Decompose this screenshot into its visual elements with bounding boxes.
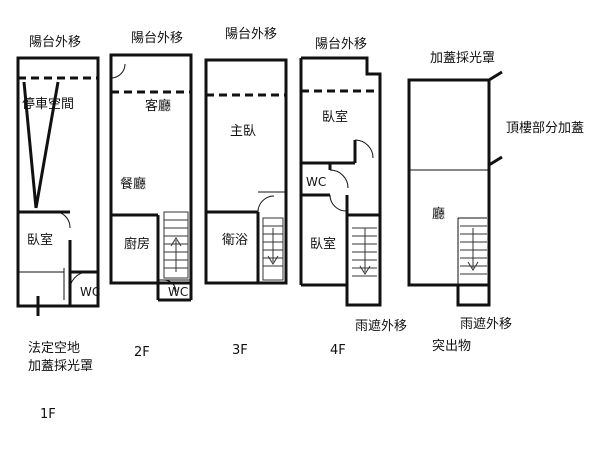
f2-wc-label: WC — [168, 285, 188, 299]
f1-wc-label: WC — [80, 285, 100, 299]
up-arrow-icon — [170, 237, 182, 247]
f2-floor-label: 2F — [134, 345, 150, 360]
floor-2f-outline — [109, 53, 193, 285]
door-swing — [354, 139, 374, 159]
door-swing — [257, 195, 275, 213]
f1-floor-label: 1F — [40, 407, 56, 422]
f2-dining-label: 餐廳 — [120, 176, 146, 192]
f4-floor-label: 4F — [330, 343, 346, 358]
door-swing — [329, 169, 349, 189]
f3-floor-label: 3F — [232, 343, 248, 358]
door-swing — [57, 211, 71, 229]
floor-2f: 陽台外移 客廳 餐廳 廚房 WC 2F — [109, 31, 193, 360]
floor-1f: 陽台外移 停車空間 臥室 WC 法定空地 加蓋採光罩 1F — [16, 35, 100, 422]
f4-bedroom-top-label: 臥室 — [322, 109, 348, 125]
f4-bedroom-bottom-label: 臥室 — [310, 236, 336, 252]
f1-open-land-label: 法定空地 — [28, 341, 80, 356]
f3-master-label: 主臥 — [230, 124, 256, 139]
floor-4f-outline — [301, 56, 382, 220]
skylight-mark — [488, 70, 503, 82]
f3-balcony-label: 陽台外移 — [225, 27, 277, 42]
parking-mark — [34, 81, 60, 209]
f4-balcony-label: 陽台外移 — [315, 37, 367, 52]
down-arrow-icon — [467, 261, 479, 271]
f1-bedroom-label: 臥室 — [27, 232, 53, 248]
addition-mark — [488, 155, 503, 167]
roof-canopy-label: 雨遮外移 — [460, 316, 512, 332]
floor-3f-outline — [204, 58, 288, 285]
f1-balcony-label: 陽台外移 — [29, 35, 81, 50]
roof-hall-label: 廳 — [432, 206, 445, 222]
f2-living-label: 客廳 — [145, 98, 171, 114]
protrusion-outline — [456, 285, 491, 307]
floor-3f: 陽台外移 主臥 衛浴 3F — [204, 27, 288, 358]
down-arrow-icon — [267, 255, 279, 265]
floor-4f: 陽台外移 臥室 WC 臥室 雨遮外移 4F — [299, 37, 407, 358]
roof-skylight-label: 加蓋採光罩 — [430, 51, 495, 66]
f3-bath-label: 衛浴 — [222, 233, 248, 248]
f2-kitchen-label: 廚房 — [124, 236, 150, 252]
door-swing — [329, 194, 347, 212]
floor-roof: 加蓋採光罩 頂樓部分加蓋 廳 雨遮外移 突出物 — [407, 51, 584, 354]
floor-1f-outline — [16, 56, 100, 308]
door-swing — [69, 271, 89, 293]
door-swing — [163, 279, 177, 293]
parking-mark — [22, 81, 38, 209]
roof-addition-label: 頂樓部分加蓋 — [506, 121, 584, 136]
f1-parking-label: 停車空間 — [22, 96, 74, 112]
stair — [262, 217, 284, 281]
f4-canopy-label: 雨遮外移 — [355, 318, 407, 334]
down-arrow-icon — [359, 265, 371, 275]
f4-wc-label: WC — [306, 175, 326, 189]
door-swing — [110, 63, 126, 79]
roof-outline — [407, 78, 491, 287]
roof-protrusion-label: 突出物 — [432, 338, 471, 354]
stair — [163, 211, 189, 279]
f1-skylight-label: 加蓋採光罩 — [28, 359, 93, 374]
f2-balcony-label: 陽台外移 — [131, 31, 183, 46]
